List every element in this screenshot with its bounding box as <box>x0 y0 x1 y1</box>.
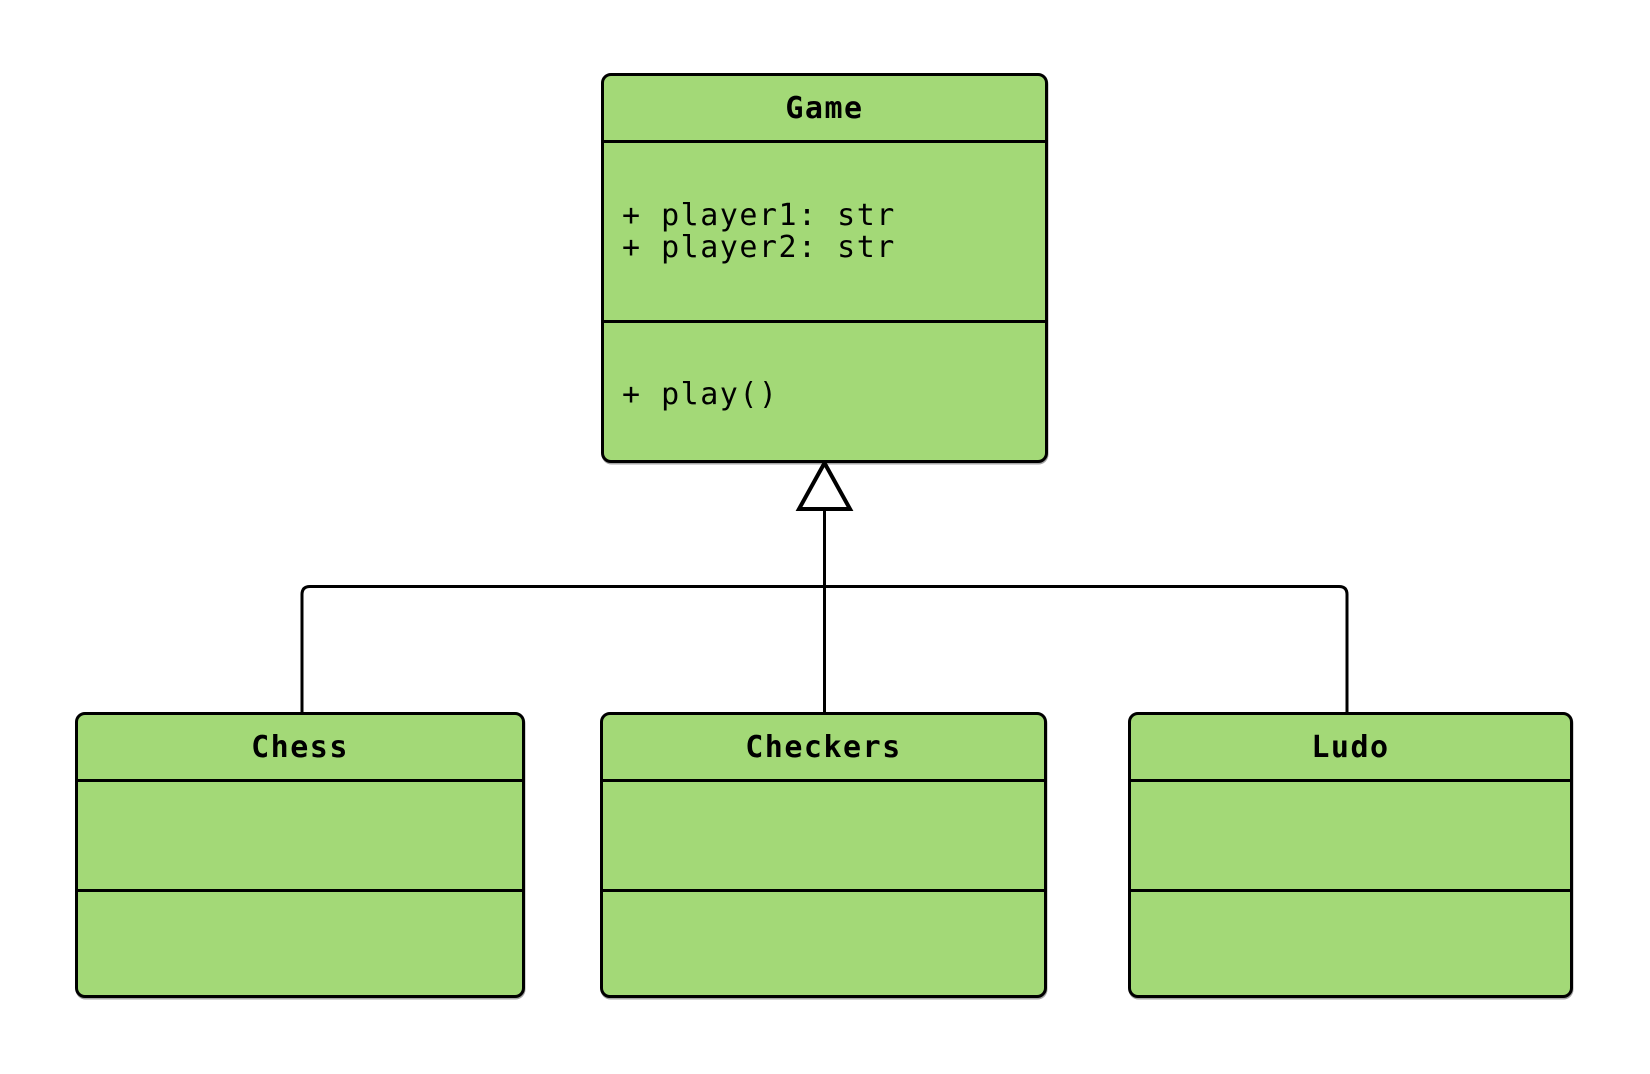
attribute-line: + player1: str <box>622 197 896 233</box>
class-attributes <box>603 779 1044 889</box>
class-title: Chess <box>251 729 349 765</box>
class-methods <box>603 889 1044 1001</box>
inheritance-triangle-icon <box>795 458 854 511</box>
attribute-line: + player2: str <box>622 229 896 265</box>
class-methods: + play() <box>604 320 1045 466</box>
class-title: Game <box>785 90 864 126</box>
class-node-checkers[interactable]: Checkers <box>600 712 1047 998</box>
class-attributes: + player1: str + player2: str <box>604 140 1045 320</box>
class-methods <box>78 889 522 1001</box>
edge-chess-to-game <box>300 585 825 712</box>
class-attributes <box>1131 779 1570 889</box>
class-methods <box>1131 889 1570 1001</box>
method-line: + play() <box>622 376 779 412</box>
class-title: Checkers <box>745 729 902 765</box>
edge-ludo-to-game <box>824 585 1349 712</box>
class-title: Ludo <box>1311 729 1390 765</box>
class-node-game[interactable]: Game + player1: str + player2: str + pla… <box>601 73 1048 463</box>
class-attributes <box>78 779 522 889</box>
class-node-ludo[interactable]: Ludo <box>1128 712 1573 998</box>
class-node-chess[interactable]: Chess <box>75 712 525 998</box>
